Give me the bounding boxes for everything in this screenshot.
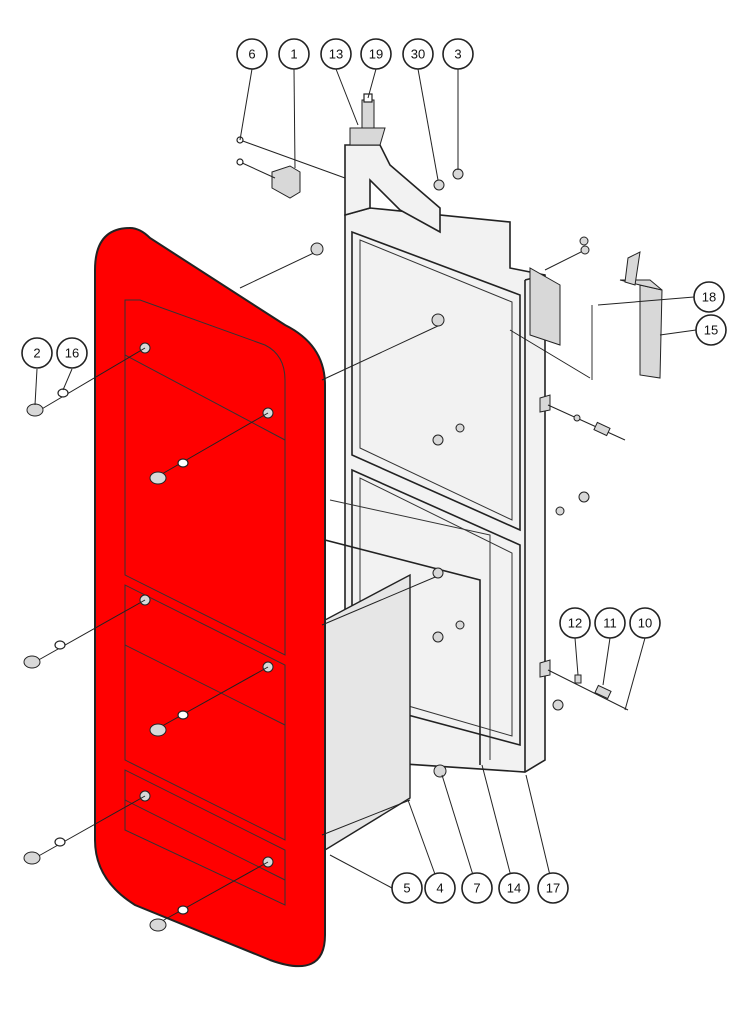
callout-label: 5 <box>403 881 410 896</box>
front-panel <box>94 226 441 968</box>
callout-circle <box>693 281 725 313</box>
callout-label: 6 <box>248 47 255 62</box>
callout-5: 5 <box>391 872 423 904</box>
callout-circle <box>695 314 727 346</box>
callout-7: 7 <box>461 872 493 904</box>
callout-label: 7 <box>473 881 480 896</box>
callout-16: 16 <box>56 337 88 369</box>
callout-circle <box>21 337 53 369</box>
callout-label: 30 <box>411 47 425 62</box>
callout-circle <box>320 38 352 70</box>
callout-circle <box>360 38 392 70</box>
callout-circle <box>461 872 493 904</box>
callout-3: 3 <box>442 38 474 70</box>
callout-label: 19 <box>369 47 383 62</box>
callout-circle <box>236 38 268 70</box>
callout-circle <box>424 872 456 904</box>
top-hinge-block <box>349 93 386 146</box>
callout-circle <box>278 38 310 70</box>
callout-circle <box>537 872 569 904</box>
callout-circle <box>391 872 423 904</box>
callout-11: 11 <box>594 607 626 639</box>
callout-2: 2 <box>21 337 53 369</box>
callout-4: 4 <box>424 872 456 904</box>
callout-label: 1 <box>290 47 297 62</box>
callout-circle <box>559 607 591 639</box>
callout-13: 13 <box>320 38 352 70</box>
callout-30: 30 <box>402 38 434 70</box>
callout-label: 17 <box>546 881 560 896</box>
callout-label: 4 <box>436 881 443 896</box>
callout-circle <box>498 872 530 904</box>
frame-nuts <box>310 242 465 778</box>
callout-18: 18 <box>693 281 725 313</box>
callout-leaders <box>34 68 697 889</box>
callout-label: 14 <box>507 881 521 896</box>
callout-14: 14 <box>498 872 530 904</box>
callout-15: 15 <box>695 314 727 346</box>
callout-label: 12 <box>568 616 582 631</box>
callout-label: 15 <box>704 323 718 338</box>
callout-19: 19 <box>360 38 392 70</box>
handle-assembly <box>509 245 663 380</box>
callout-circle <box>442 38 474 70</box>
callout-label: 13 <box>329 47 343 62</box>
right-side-pins <box>539 236 629 711</box>
callout-6: 6 <box>236 38 268 70</box>
callout-label: 16 <box>65 346 79 361</box>
callout-circle <box>629 607 661 639</box>
panel-bolts <box>23 347 269 932</box>
callout-label: 18 <box>702 290 716 305</box>
callout-group: 6 1 13 19 30 3 18 15 2 16 12 11 10 5 4 7 14 17 <box>21 38 727 904</box>
callout-label: 10 <box>638 616 652 631</box>
top-nuts <box>433 168 464 191</box>
latch-bracket <box>236 136 346 199</box>
callout-17: 17 <box>537 872 569 904</box>
callout-1: 1 <box>278 38 310 70</box>
callout-10: 10 <box>629 607 661 639</box>
callout-12: 12 <box>559 607 591 639</box>
callout-label: 3 <box>454 47 461 62</box>
callout-circle <box>402 38 434 70</box>
callout-circle <box>594 607 626 639</box>
callout-label: 11 <box>603 616 617 631</box>
inner-glass-panel <box>324 573 411 852</box>
callout-label: 2 <box>33 346 40 361</box>
callout-circle <box>56 337 88 369</box>
